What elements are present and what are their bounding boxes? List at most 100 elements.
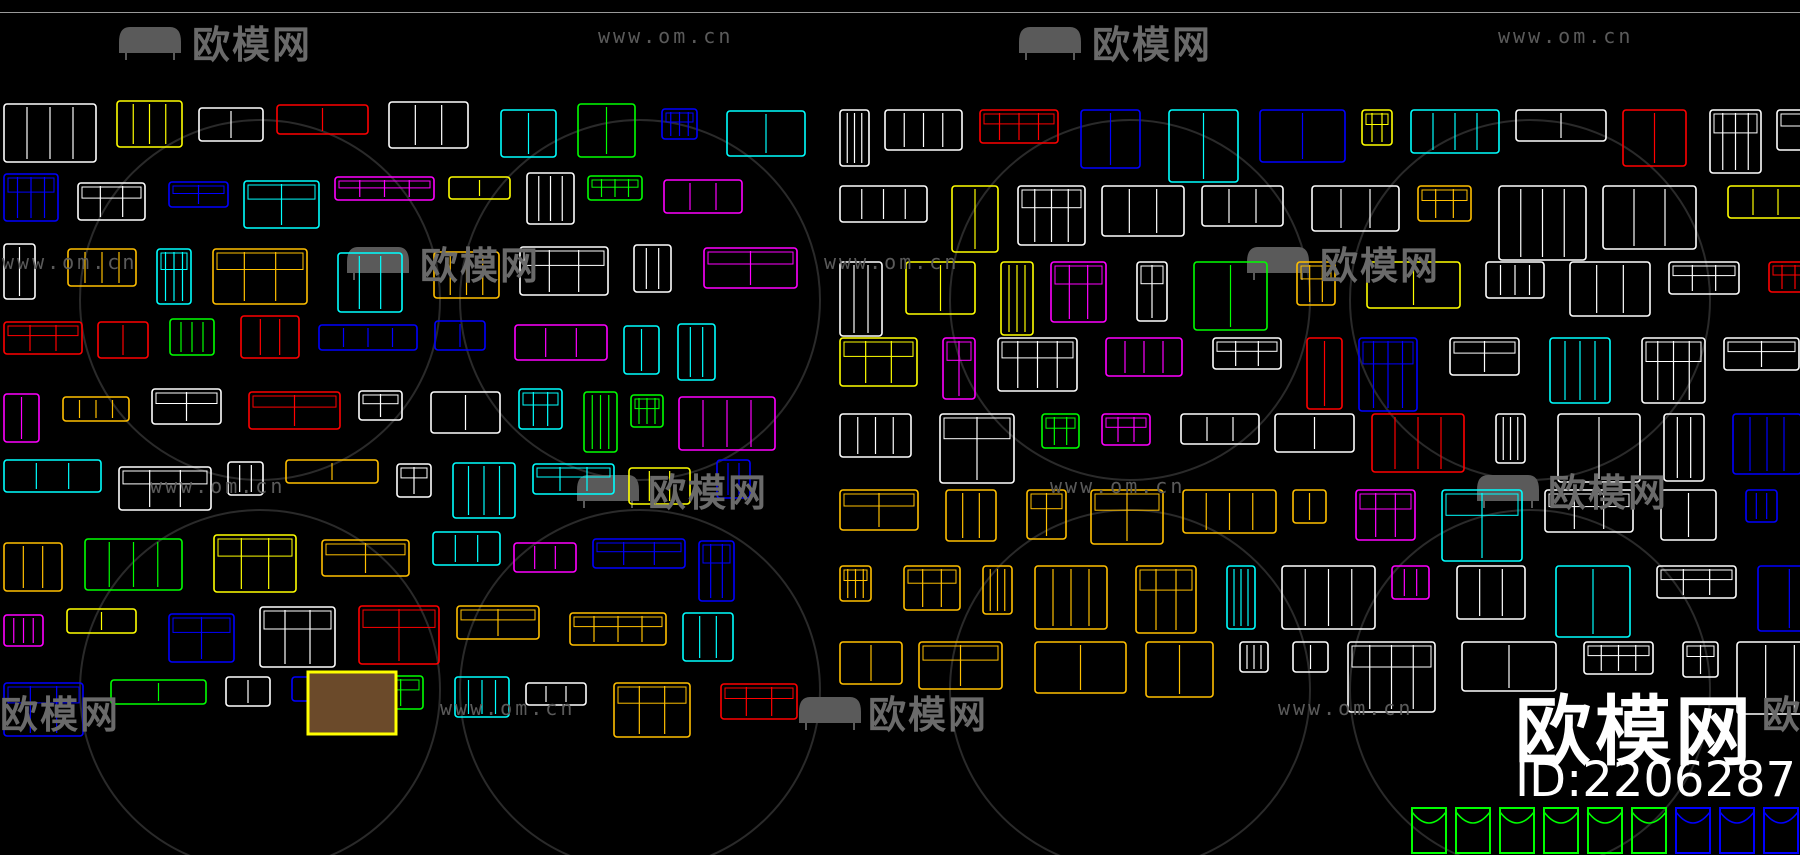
furniture-block-cushion <box>707 251 794 265</box>
furniture-block-outline <box>661 108 698 140</box>
furniture-block-cushion <box>1359 493 1412 510</box>
furniture-block-cushion <box>325 543 406 556</box>
furniture-block-cushion <box>591 179 639 188</box>
furniture-block-cushion <box>983 113 1055 125</box>
furniture-block-outline <box>243 180 320 229</box>
furniture-block-cushion <box>536 467 611 478</box>
furniture-block-cushion <box>216 252 304 270</box>
furniture-block-cushion <box>7 177 55 193</box>
watermark-circle <box>79 509 441 855</box>
furniture-block-outline <box>430 391 501 434</box>
furniture-block-outline <box>716 459 751 499</box>
watermark-circle <box>459 509 821 855</box>
furniture-block-outline <box>1201 185 1284 227</box>
furniture-block-outline <box>1602 185 1697 250</box>
furniture-block-outline <box>212 248 308 305</box>
furniture-block-outline <box>1000 261 1034 336</box>
furniture-block-cushion <box>7 325 79 337</box>
furniture-block-outline <box>905 261 976 315</box>
furniture-block-cushion <box>617 686 687 704</box>
furniture-block-cushion <box>843 341 914 357</box>
furniture-block-outline <box>939 413 1015 484</box>
furniture-block-outline <box>1495 413 1526 464</box>
furniture-block-outline <box>1449 337 1520 376</box>
furniture-block-outline <box>1757 565 1800 632</box>
curtain-block-outline <box>1455 807 1491 854</box>
watermark-circle <box>949 119 1311 481</box>
furniture-block-outline <box>720 683 798 720</box>
furniture-block-cushion <box>1054 265 1103 285</box>
furniture-block-outline <box>1292 489 1327 524</box>
furniture-block-outline <box>318 324 418 351</box>
furniture-block-outline <box>1745 489 1778 523</box>
curtain-block-outline <box>1499 807 1535 854</box>
furniture-block-outline <box>1485 261 1545 299</box>
furniture-block-outline <box>1050 261 1107 323</box>
furniture-block-cushion <box>522 392 559 406</box>
watermark-brand-5: 欧模网 <box>648 471 769 515</box>
furniture-block-outline <box>1306 337 1343 410</box>
furniture-block-cushion <box>1727 341 1796 353</box>
furniture-block-outline <box>1682 641 1719 678</box>
furniture-block-outline <box>452 462 516 519</box>
furniture-block-cushion <box>702 544 731 564</box>
furniture-block-outline <box>1736 641 1800 715</box>
watermark-brand-3: 欧模网 <box>420 244 541 288</box>
furniture-block-outline <box>1361 109 1393 146</box>
curtain-block-drape <box>1543 811 1579 824</box>
furniture-block-outline <box>979 109 1059 144</box>
watermark-circle <box>1349 119 1711 481</box>
furniture-block-cushion <box>1216 341 1278 352</box>
furniture-block-outline <box>1417 185 1472 222</box>
furniture-block-outline <box>839 337 918 387</box>
furniture-block-outline <box>151 388 222 425</box>
furniture-block-outline <box>84 538 183 591</box>
furniture-block-outline <box>1622 109 1687 167</box>
furniture-block-outline <box>623 325 660 375</box>
furniture-block-cushion <box>362 394 399 405</box>
furniture-block-outline <box>227 461 264 496</box>
furniture-block-outline <box>358 605 440 665</box>
furniture-block-cushion <box>460 609 536 621</box>
furniture-block-cushion <box>1365 113 1389 125</box>
furniture-block-outline <box>66 608 137 634</box>
furniture-block-outline <box>942 337 976 400</box>
furniture-block-outline <box>663 179 743 214</box>
furniture-block-cushion <box>843 569 868 581</box>
furniture-block-outline <box>1456 565 1526 620</box>
furniture-block-outline <box>726 110 806 157</box>
rug-block <box>306 670 398 736</box>
watermark-url-3: www.om.cn <box>2 250 138 274</box>
watermark-url-5: www.om.cn <box>150 474 286 498</box>
curtain-block-outline <box>1411 807 1447 854</box>
furniture-block-outline <box>97 321 149 359</box>
furniture-block-outline <box>434 320 486 351</box>
furniture-block-outline <box>240 315 300 359</box>
furniture-block-outline <box>1292 641 1329 673</box>
furniture-block-outline <box>1193 261 1268 331</box>
furniture-block-cushion <box>338 180 431 189</box>
watermark-brand-1: 欧模网 <box>192 23 313 67</box>
furniture-block-cushion <box>362 609 436 628</box>
curtain-block-outline <box>1675 807 1711 854</box>
furniture-block-outline <box>1259 109 1346 163</box>
furniture-block-outline <box>198 107 264 142</box>
furniture-block-outline <box>630 394 664 428</box>
furniture-block-outline <box>285 459 379 484</box>
furniture-block-cushion <box>1587 645 1650 657</box>
furniture-block-cushion <box>1686 645 1715 657</box>
curtain-block-outline <box>1719 807 1755 854</box>
furniture-block-outline <box>3 173 59 222</box>
furniture-block-outline <box>433 251 500 299</box>
watermark-sofa-icon <box>1477 475 1539 508</box>
furniture-block-outline <box>1212 337 1282 370</box>
furniture-block-outline <box>577 103 636 158</box>
furniture-block-cushion <box>122 470 208 485</box>
watermark-url-8: www.om.cn <box>1278 696 1414 720</box>
furniture-block-cushion <box>1660 569 1733 581</box>
furniture-block-outline <box>678 396 776 451</box>
furniture-block-cushion <box>1780 113 1800 127</box>
furniture-block-outline <box>225 676 271 707</box>
furniture-block-outline <box>1168 109 1239 183</box>
furniture-block-outline <box>276 104 369 135</box>
